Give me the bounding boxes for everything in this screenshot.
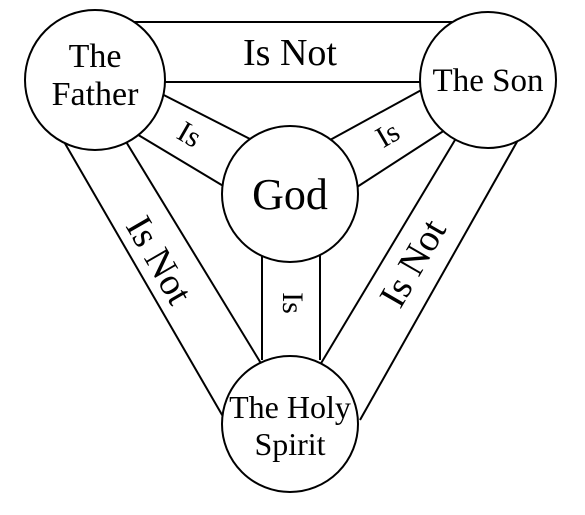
node-the-son-label: The Son xyxy=(433,63,544,99)
node-the-holy-spirit: The Holy Spirit xyxy=(221,355,359,493)
band-father-son xyxy=(130,21,452,83)
node-the-father: The Father xyxy=(24,9,166,151)
band-spirit-god xyxy=(261,255,321,360)
node-the-holy-spirit-line2: Spirit xyxy=(254,426,325,462)
node-god-label: God xyxy=(252,170,328,219)
band-son-god xyxy=(329,87,446,188)
label-spirit-god: Is xyxy=(276,292,309,314)
node-the-father-line2: Father xyxy=(52,76,140,113)
band-son-spirit xyxy=(319,139,519,421)
node-the-holy-spirit-line1: The Holy xyxy=(229,389,351,425)
label-son-spirit: Is Not xyxy=(371,212,455,315)
label-son-god: Is xyxy=(370,115,405,154)
band-father-spirit xyxy=(62,139,263,421)
label-father-god: Is xyxy=(172,115,207,154)
label-father-son: Is Not xyxy=(243,32,337,74)
node-the-son: The Son xyxy=(419,11,557,149)
node-the-father-line1: The xyxy=(69,38,122,75)
node-god: God xyxy=(221,125,359,263)
label-father-spirit: Is Not xyxy=(117,209,201,312)
band-father-god xyxy=(129,87,253,188)
